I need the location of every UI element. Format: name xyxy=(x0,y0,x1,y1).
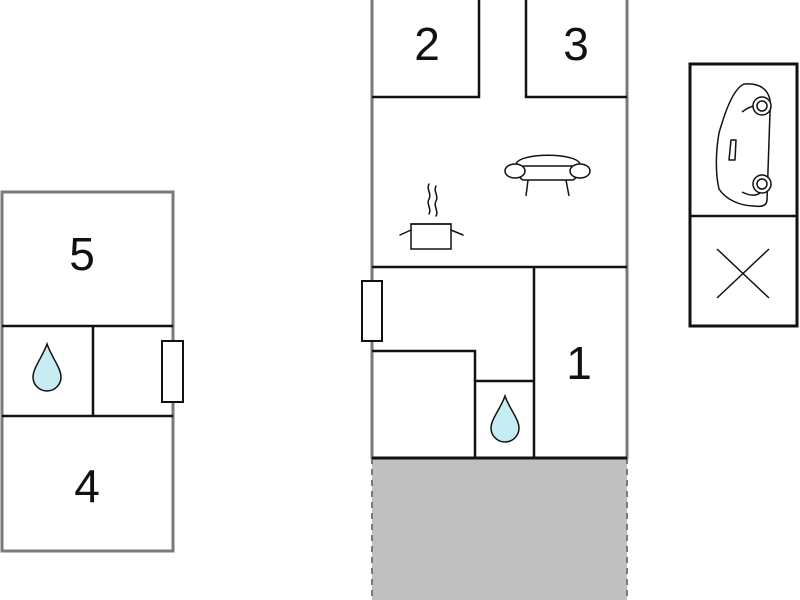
parking-legend xyxy=(688,62,799,328)
car-icon xyxy=(715,83,772,208)
main-building: 2 3 1 xyxy=(361,0,629,600)
room-3-walls xyxy=(524,0,627,99)
water-drop-icon xyxy=(490,393,520,443)
cooking-pot-icon xyxy=(399,183,464,250)
room-number-3: 3 xyxy=(563,18,589,70)
sofa-icon xyxy=(504,154,591,197)
annex-outline xyxy=(0,190,175,553)
cross-icon xyxy=(716,248,770,299)
terrace xyxy=(372,458,627,600)
room-number-5: 5 xyxy=(69,228,95,280)
main-door xyxy=(361,280,383,342)
room-2-walls xyxy=(372,0,481,99)
small-room-walls xyxy=(372,349,477,381)
annex-door xyxy=(161,340,184,403)
annex-building: 5 4 xyxy=(0,190,184,553)
room-number-2: 2 xyxy=(414,18,440,70)
room-number-4: 4 xyxy=(74,460,100,512)
room-number-1: 1 xyxy=(566,337,592,389)
water-drop-icon xyxy=(32,341,62,392)
